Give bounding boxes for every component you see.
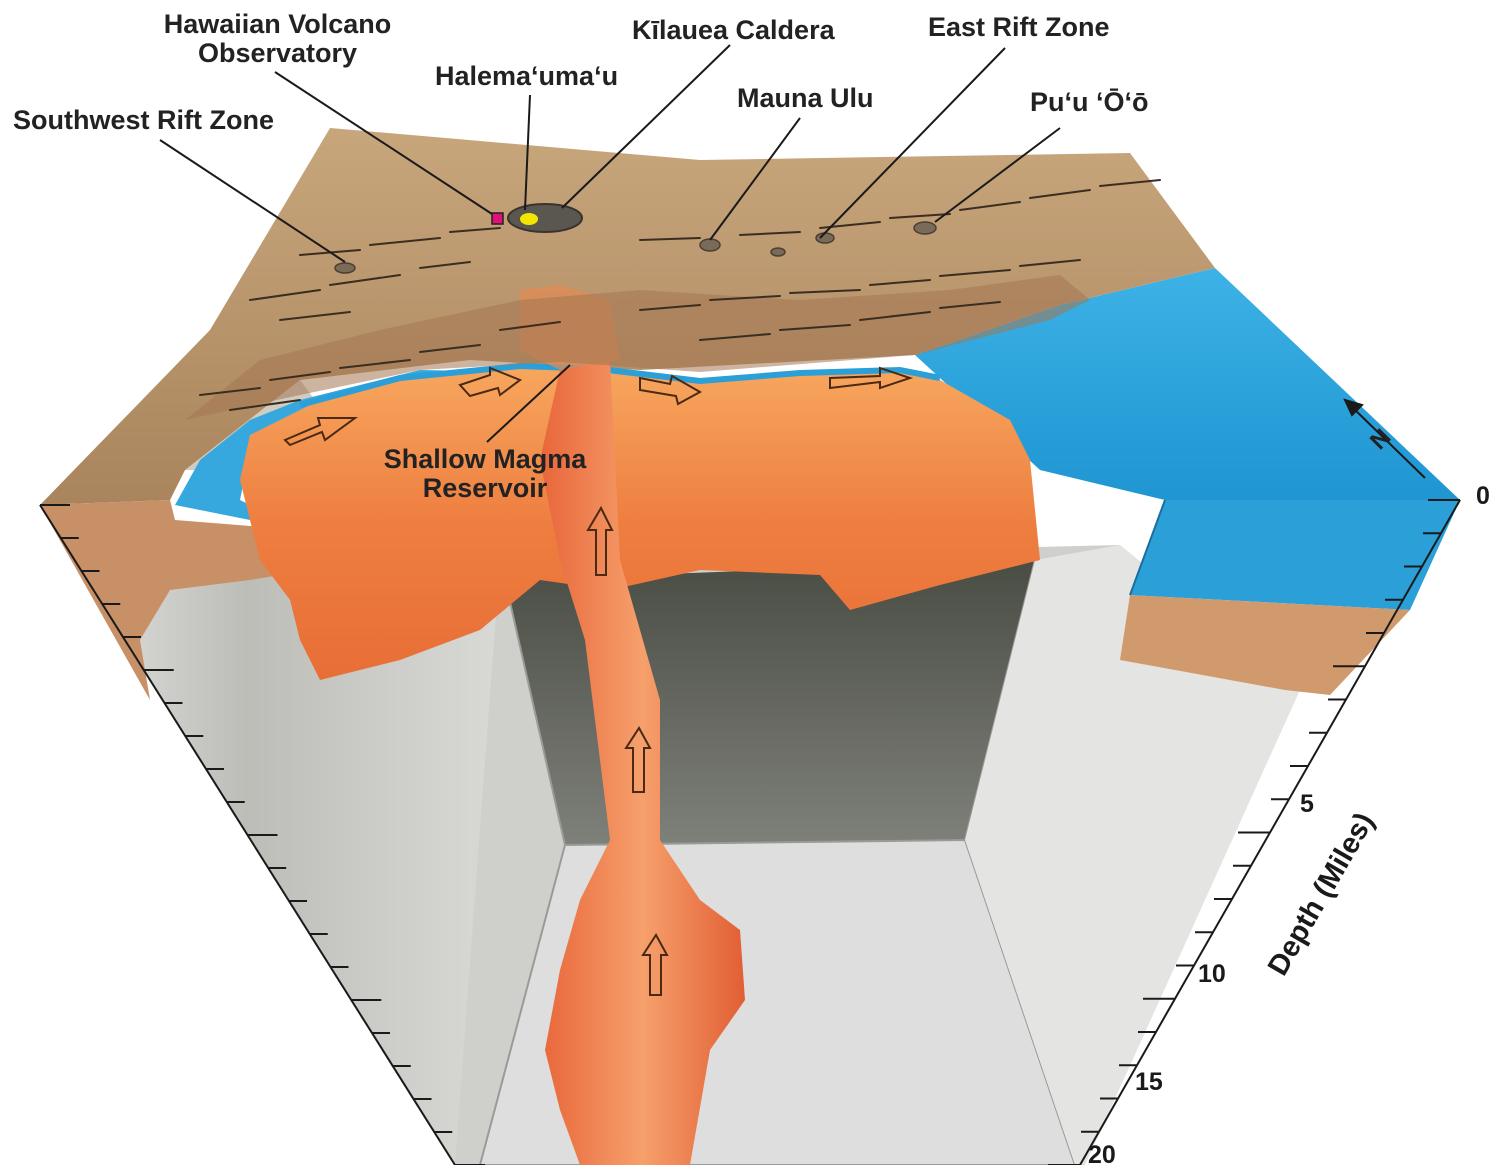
label-reservoir-line2: Reservoir: [375, 474, 595, 503]
label-southwest-rift-zone: Southwest Rift Zone: [13, 106, 274, 135]
label-observatory: Hawaiian Volcano Observatory: [155, 10, 400, 68]
label-shallow-magma-reservoir: Shallow Magma Reservoir: [375, 445, 595, 503]
depth-tick-10: 10: [1198, 960, 1226, 989]
label-kilauea-caldera: Kīlauea Caldera: [632, 16, 835, 45]
label-observatory-line2: Observatory: [155, 39, 400, 68]
observatory-marker: [492, 213, 503, 224]
label-east-rift-zone: East Rift Zone: [928, 13, 1110, 42]
label-reservoir-line1: Shallow Magma: [375, 445, 595, 474]
halemaumau-lava-lake: [520, 213, 538, 225]
label-mauna-ulu: Mauna Ulu: [737, 84, 874, 113]
depth-tick-0: 0: [1476, 482, 1490, 511]
label-halemaumau: Halema‘uma‘u: [435, 62, 618, 91]
kilauea-caldera: [508, 204, 582, 232]
depth-tick-20: 20: [1088, 1141, 1116, 1170]
depth-tick-15: 15: [1135, 1068, 1163, 1097]
label-puu-oo: Pu‘u ‘Ō‘ō: [1030, 88, 1149, 117]
label-observatory-line1: Hawaiian Volcano: [155, 10, 400, 39]
depth-tick-5: 5: [1300, 790, 1314, 819]
ocean-side: [1130, 500, 1460, 610]
